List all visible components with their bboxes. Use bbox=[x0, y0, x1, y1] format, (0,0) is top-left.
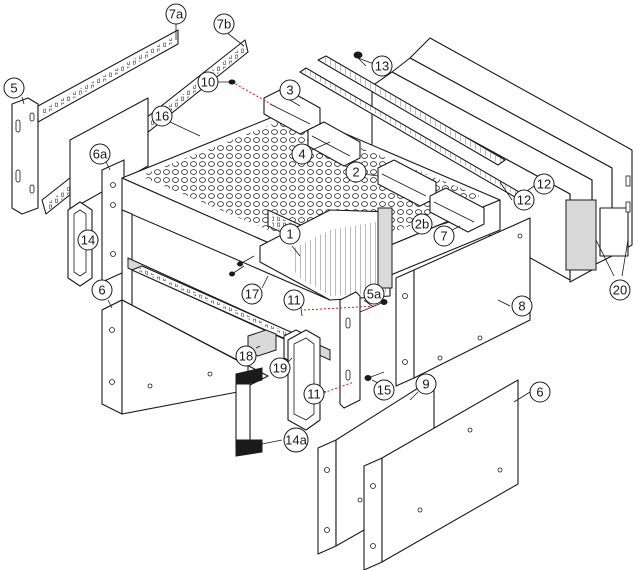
callout-14: 14 bbox=[77, 229, 99, 251]
svg-text:7b: 7b bbox=[217, 17, 231, 32]
callout-9: 9 bbox=[415, 373, 437, 395]
svg-text:10: 10 bbox=[201, 75, 215, 90]
svg-text:3: 3 bbox=[286, 83, 293, 98]
handle-14a bbox=[235, 367, 263, 457]
chassis-frame bbox=[121, 109, 501, 365]
callout-12-lower: 12 bbox=[513, 189, 535, 211]
callout-7a: 7a bbox=[165, 3, 187, 25]
svg-text:16: 16 bbox=[155, 109, 169, 124]
svg-text:13: 13 bbox=[375, 59, 389, 74]
svg-text:2b: 2b bbox=[415, 217, 429, 232]
screw-10 bbox=[228, 79, 279, 109]
callout-16: 16 bbox=[151, 105, 173, 127]
svg-text:12: 12 bbox=[537, 177, 551, 192]
callout-1: 1 bbox=[279, 223, 301, 245]
svg-text:15: 15 bbox=[377, 383, 391, 398]
callout-2: 2 bbox=[345, 161, 367, 183]
callout-6a: 6a bbox=[89, 143, 111, 165]
svg-text:1: 1 bbox=[286, 227, 293, 242]
svg-text:9: 9 bbox=[422, 377, 429, 392]
svg-text:20: 20 bbox=[613, 283, 627, 298]
svg-text:12: 12 bbox=[517, 193, 531, 208]
side-panel-8 bbox=[395, 217, 531, 387]
svg-text:5a: 5a bbox=[367, 287, 382, 302]
callout-15: 15 bbox=[373, 379, 395, 401]
callout-18: 18 bbox=[235, 345, 257, 367]
callout-5: 5 bbox=[3, 77, 25, 99]
alignment-line-5a bbox=[303, 305, 377, 311]
card-guide-2b bbox=[429, 187, 485, 233]
svg-text:17: 17 bbox=[245, 287, 259, 302]
callout-13: 13 bbox=[371, 55, 393, 77]
svg-text:6: 6 bbox=[98, 283, 105, 298]
callout-5a: 5a bbox=[363, 283, 385, 305]
svg-text:7a: 7a bbox=[169, 7, 184, 22]
front-handle-11 bbox=[287, 329, 321, 431]
svg-text:5: 5 bbox=[10, 81, 17, 96]
callout-20: 20 bbox=[609, 279, 631, 301]
side-bracket-5 bbox=[11, 97, 39, 215]
callout-2b: 2b bbox=[411, 213, 433, 235]
callout-19: 19 bbox=[269, 357, 291, 379]
svg-text:6: 6 bbox=[536, 385, 543, 400]
callout-4: 4 bbox=[291, 143, 313, 165]
svg-text:19: 19 bbox=[273, 361, 287, 376]
screw-15 bbox=[364, 371, 385, 381]
callout-10: 10 bbox=[197, 71, 219, 93]
callout-6-right: 6 bbox=[529, 381, 551, 403]
callout-6-left: 6 bbox=[91, 279, 113, 301]
callout-8: 8 bbox=[511, 295, 533, 317]
screw-5a bbox=[359, 299, 388, 313]
front-panel-6-right bbox=[363, 379, 519, 570]
callout-14a: 14a bbox=[283, 427, 309, 453]
svg-text:8: 8 bbox=[518, 299, 525, 314]
slotted-guide-strip-lower bbox=[317, 55, 506, 166]
screws-17 bbox=[229, 255, 255, 277]
callout-7: 7 bbox=[433, 225, 455, 247]
side-strip-7a bbox=[37, 29, 179, 123]
callout-17: 17 bbox=[241, 283, 263, 305]
front-panel-6-left bbox=[101, 299, 269, 415]
callout-11-upper: 11 bbox=[283, 289, 305, 311]
svg-text:11: 11 bbox=[307, 387, 321, 402]
callout-3: 3 bbox=[279, 79, 301, 101]
svg-text:11: 11 bbox=[287, 293, 301, 308]
svg-text:7: 7 bbox=[440, 229, 447, 244]
svg-text:6a: 6a bbox=[93, 147, 108, 162]
svg-text:14: 14 bbox=[81, 233, 95, 248]
svg-text:14a: 14a bbox=[285, 433, 307, 448]
svg-text:2: 2 bbox=[352, 165, 359, 180]
svg-text:4: 4 bbox=[298, 147, 305, 162]
front-bracket-11 bbox=[339, 291, 361, 409]
callout-11-lower: 11 bbox=[303, 383, 325, 405]
svg-text:18: 18 bbox=[239, 349, 253, 364]
callout-7b: 7b bbox=[213, 13, 235, 35]
callout-12-upper: 12 bbox=[533, 173, 555, 195]
